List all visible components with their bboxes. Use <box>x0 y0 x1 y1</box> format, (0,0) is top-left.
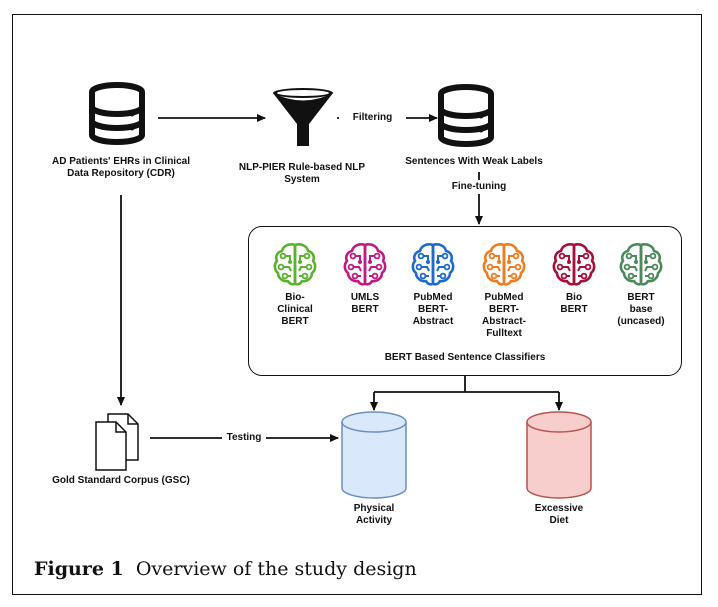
model-label: PubMed BERT- Abstract- Fulltext <box>482 292 526 339</box>
model-card: Bio BERT <box>544 240 604 316</box>
excessive-diet-cylinder <box>526 411 592 499</box>
model-card: PubMed BERT- Abstract- Fulltext <box>474 240 534 340</box>
physical-activity-cylinder <box>341 411 407 499</box>
model-label: Bio BERT <box>560 292 588 315</box>
filter-funnel-icon <box>273 88 333 146</box>
model-card: PubMed BERT- Abstract <box>403 240 463 328</box>
figure-caption: Figure 1 Overview of the study design <box>34 558 417 580</box>
model-label: BERT base (uncased) <box>617 292 665 327</box>
node-label-physical: Physical Activity <box>353 503 395 526</box>
database-icon <box>438 84 494 147</box>
figure-number: Figure 1 <box>34 558 124 580</box>
model-label: PubMed BERT- Abstract <box>412 292 454 327</box>
brain-circuit-icon <box>343 243 387 286</box>
node-label-diet: Excessive Diet <box>534 503 584 526</box>
node-label-nlp: NLP-PIER Rule-based NLP System <box>238 162 366 185</box>
model-card: Bio- Clinical BERT <box>265 240 325 328</box>
database-icon <box>89 82 145 145</box>
edge-label-filtering: Filtering <box>352 112 393 123</box>
model-card: BERT base (uncased) <box>611 240 671 328</box>
figure-caption-text: Overview of the study design <box>135 558 417 580</box>
brain-circuit-icon <box>411 243 455 286</box>
node-label-weak: Sentences With Weak Labels <box>405 156 543 167</box>
model-label: UMLS BERT <box>350 292 380 315</box>
brain-circuit-icon <box>482 243 526 286</box>
brain-circuit-icon <box>619 243 663 286</box>
model-label: Bio- Clinical BERT <box>277 292 313 327</box>
model-card: UMLS BERT <box>335 240 395 316</box>
arrow-panel-to-outputs <box>374 376 559 393</box>
brain-circuit-icon <box>552 243 596 286</box>
edge-label-finetuning: Fine-tuning <box>451 181 507 192</box>
panel-title: BERT Based Sentence Classifiers <box>384 352 546 363</box>
node-label-gsc: Gold Standard Corpus (GSC) <box>52 475 190 486</box>
node-label-cdr: AD Patients' EHRs in Clinical Data Repos… <box>52 156 190 179</box>
figure-frame <box>12 14 702 595</box>
bert-classifiers-panel <box>248 226 682 376</box>
documents-icon <box>95 413 139 471</box>
brain-circuit-icon <box>273 243 317 286</box>
edge-label-testing: Testing <box>226 432 262 443</box>
